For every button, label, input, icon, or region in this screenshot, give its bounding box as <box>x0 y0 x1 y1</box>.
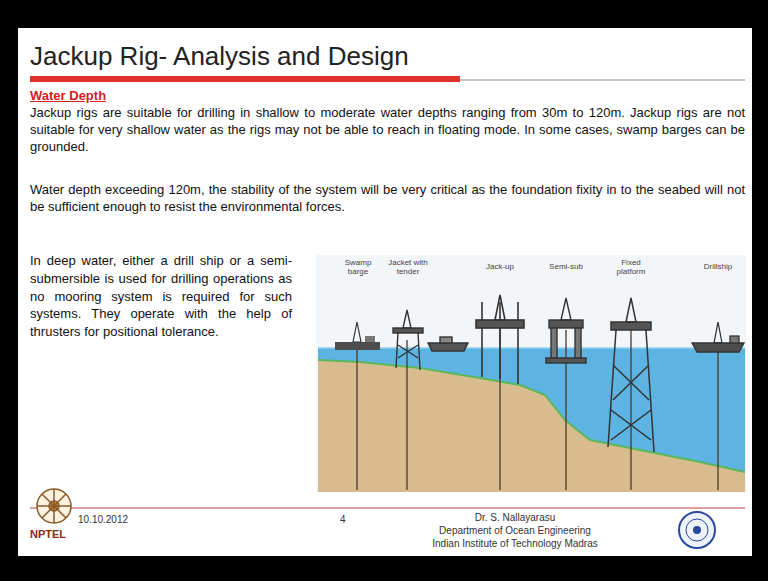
drill-strings <box>357 328 718 490</box>
paragraph: Jackup rigs are suitable for drilling in… <box>30 105 745 156</box>
iitm-logo <box>679 512 715 548</box>
logo-text: NPTEL <box>30 527 66 541</box>
slide-title: Jackup Rig- Analysis and Design <box>30 40 409 74</box>
seabed-line <box>318 360 745 472</box>
rig-label: Jack-up <box>478 262 522 271</box>
footer-rule <box>30 508 745 509</box>
drillship <box>692 322 744 352</box>
section-heading: Water Depth <box>30 88 106 105</box>
author: Dr. S. Nallayarasu <box>400 511 630 524</box>
institute: Indian Institute of Technology Madras <box>400 537 630 550</box>
rig-label: Semi-sub <box>542 262 590 271</box>
rig-label: Jacket with tender <box>385 258 431 276</box>
rig-label: Swamp barge <box>338 258 378 276</box>
semi-submersible <box>546 298 586 363</box>
title-rule <box>460 79 745 81</box>
jacket-with-tender <box>393 310 468 370</box>
rig-label: Fixed platform <box>608 258 654 276</box>
date: 10.10.2012 <box>78 513 128 526</box>
swamp-barge <box>335 322 380 350</box>
rig-label: Drillship <box>694 262 742 271</box>
jack-up-rig <box>476 295 524 384</box>
title-bar <box>30 76 460 82</box>
sea-surface <box>318 347 745 349</box>
fixed-platform <box>608 298 654 452</box>
slide-ground <box>18 28 752 556</box>
page-number: 4 <box>340 513 346 526</box>
nptel-logo <box>37 489 71 523</box>
illustration-ground <box>316 255 746 492</box>
paragraph: In deep water, either a drill ship or a … <box>30 252 292 341</box>
department: Department of Ocean Engineering <box>400 524 630 537</box>
seabed <box>318 360 745 492</box>
paragraph: Water depth exceeding 120m, the stabilit… <box>30 182 745 216</box>
